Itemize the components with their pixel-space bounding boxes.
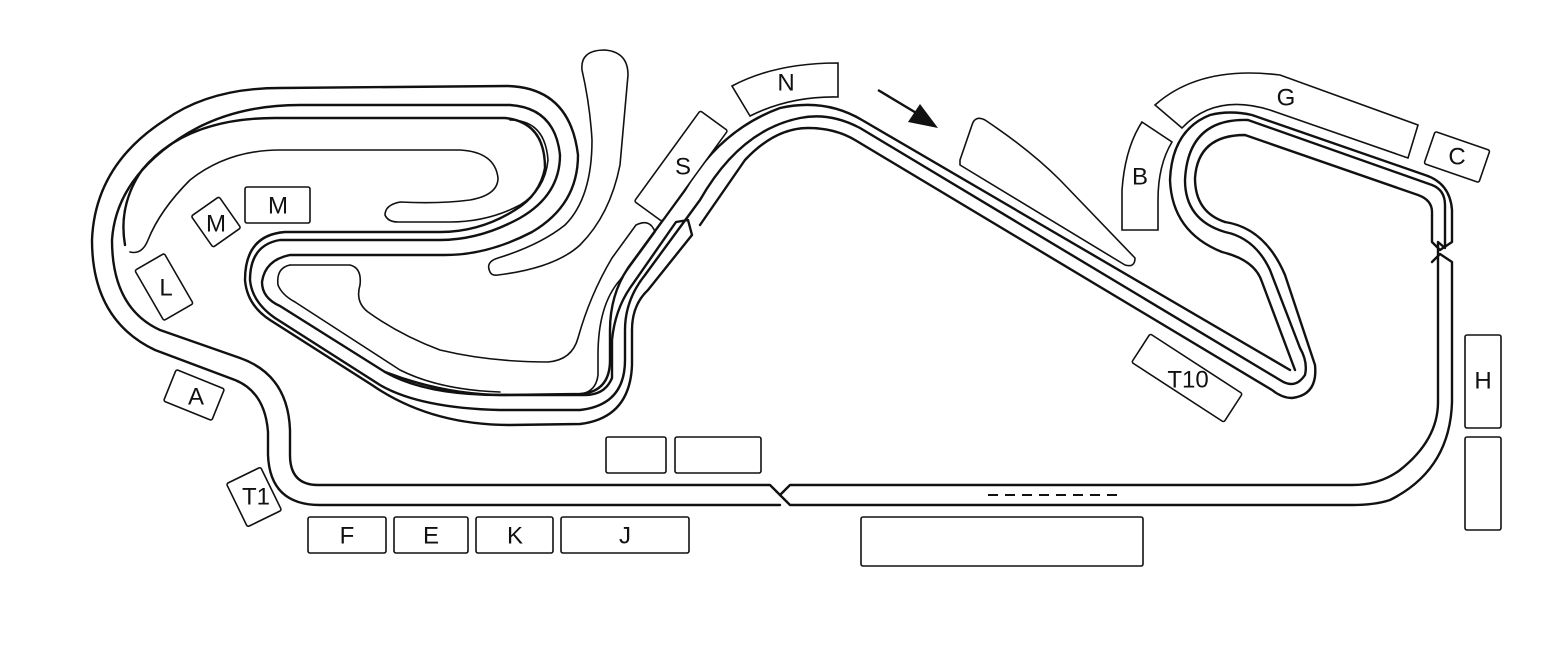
- track-infield-inner-loop: [289, 221, 656, 395]
- stand-a[interactable]: A: [163, 369, 225, 421]
- stand-t10[interactable]: T10: [1131, 333, 1243, 423]
- runoff-top-center: [487, 49, 629, 276]
- track-inner-edge: [90, 84, 1292, 507]
- stand-n[interactable]: N: [730, 62, 839, 118]
- track-final-straight: [778, 252, 1454, 507]
- stand-l[interactable]: L: [134, 253, 194, 321]
- stand-b[interactable]: B: [1121, 120, 1174, 231]
- stand-s-label: S: [675, 154, 691, 181]
- stand-l-label: L: [159, 275, 172, 302]
- stand-h-label: H: [1474, 368, 1491, 395]
- track-outer-edge: [110, 103, 1447, 497]
- track-infield-chicane: [129, 119, 549, 254]
- stand-c-label: C: [1448, 144, 1465, 171]
- stand-e-label: E: [423, 523, 439, 550]
- stand-m-small[interactable]: M: [191, 196, 241, 248]
- stand-paddock-right[interactable]: [674, 436, 762, 474]
- stand-paddock-left[interactable]: [605, 436, 667, 474]
- stand-k[interactable]: K: [475, 516, 554, 554]
- stand-f-label: F: [340, 523, 355, 550]
- stand-m-label: M: [268, 193, 288, 220]
- track-infield-inner-loop-b: [276, 264, 501, 393]
- runoff-turn10: [959, 117, 1136, 267]
- track-back-straight-lower: [698, 126, 1317, 400]
- stand-s[interactable]: S: [634, 110, 728, 222]
- stand-t10-label: T10: [1167, 367, 1208, 394]
- stand-j[interactable]: J: [560, 516, 690, 554]
- stand-n-label: N: [777, 70, 794, 97]
- stand-e[interactable]: E: [393, 516, 469, 554]
- stand-a-label: A: [188, 384, 204, 411]
- stand-main[interactable]: [860, 516, 1144, 567]
- stand-t1-label: T1: [242, 484, 270, 511]
- stand-g[interactable]: G: [1153, 72, 1419, 160]
- stand-j-label: J: [619, 523, 631, 550]
- stand-m-small-label: M: [206, 211, 226, 238]
- stand-k-label: K: [507, 523, 523, 550]
- stand-m[interactable]: M: [244, 186, 311, 224]
- stand-h[interactable]: H: [1464, 334, 1502, 429]
- stand-c[interactable]: C: [1423, 131, 1491, 183]
- stand-t1[interactable]: T1: [226, 466, 282, 528]
- track-infield-outer: [122, 116, 694, 427]
- stand-f[interactable]: F: [307, 516, 387, 554]
- stand-g-label: G: [1277, 85, 1296, 112]
- stand-h-lower[interactable]: [1464, 436, 1502, 531]
- track-hairpin-inner: [1168, 111, 1454, 372]
- stand-b-label: B: [1132, 164, 1148, 191]
- arrow-icon: [877, 88, 938, 128]
